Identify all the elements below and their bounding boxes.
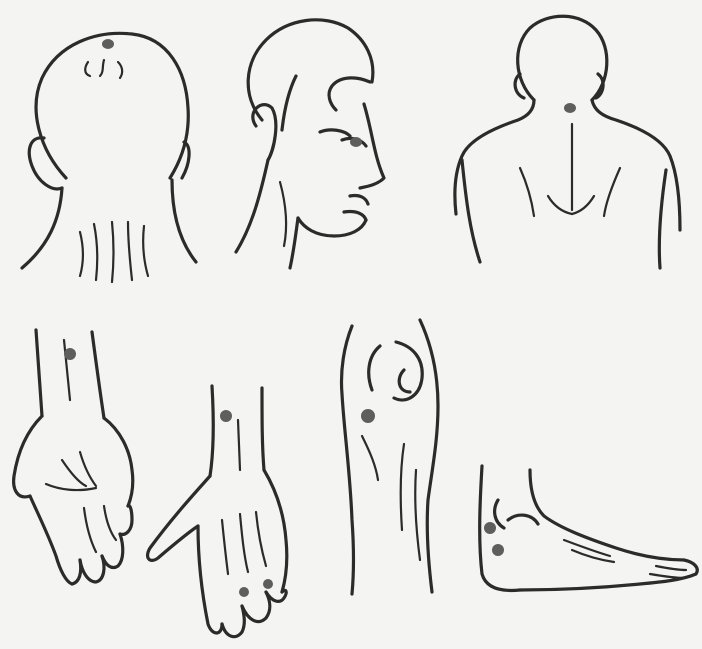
head-back-view	[22, 33, 196, 282]
acupoint-marker	[220, 410, 232, 422]
acupoint-marker	[492, 544, 504, 556]
acupoint-marker	[239, 587, 249, 597]
acupoint-marker	[484, 522, 496, 534]
acupoint-marker	[361, 409, 375, 423]
acupoint-marker	[64, 348, 76, 360]
face-side-view	[236, 20, 384, 268]
acupoint-marker	[350, 137, 362, 147]
acupoint-marker	[263, 579, 273, 589]
back-of-hand	[148, 386, 287, 637]
upper-back-view	[455, 16, 680, 268]
palm-and-wrist	[14, 330, 133, 584]
knee	[341, 320, 438, 594]
acupoint-marker	[564, 103, 576, 113]
foot-side-view	[480, 466, 698, 590]
acupoint-marker	[102, 39, 114, 49]
